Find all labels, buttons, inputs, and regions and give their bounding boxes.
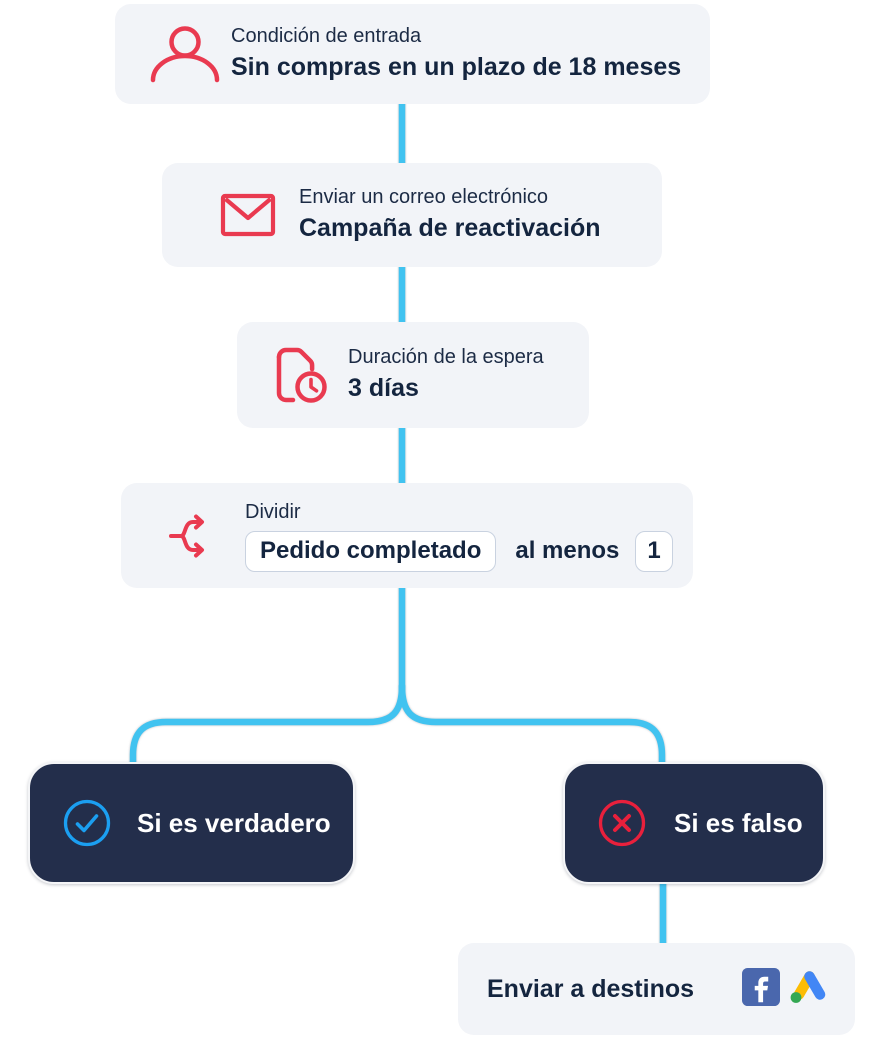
document-clock-icon — [270, 343, 332, 407]
google-ads-icon — [787, 967, 827, 1012]
wait-title: Duración de la espera — [348, 346, 544, 369]
x-circle-icon — [597, 798, 647, 848]
branch-true-label: Si es verdadero — [137, 807, 331, 838]
node-entry-condition[interactable]: Condición de entrada Sin compras en un p… — [115, 4, 710, 104]
split-title: Dividir — [245, 500, 301, 523]
facebook-icon — [742, 967, 780, 1011]
node-branch-true[interactable]: Si es verdadero — [28, 762, 355, 884]
entry-value: Sin compras en un plazo de 18 meses — [231, 53, 682, 82]
destination-icons — [742, 967, 827, 1012]
email-title: Enviar un correo electrónico — [299, 186, 549, 209]
wait-value: 3 días — [348, 374, 419, 403]
entry-title: Condición de entrada — [231, 25, 422, 48]
email-value: Campaña de reactivación — [299, 214, 601, 243]
node-split[interactable]: Dividir Pedido completado al menos 1 — [121, 483, 693, 588]
node-send-email[interactable]: Enviar un correo electrónico Campaña de … — [162, 163, 662, 267]
count-chip[interactable]: 1 — [635, 530, 673, 572]
check-circle-icon — [62, 798, 112, 848]
destinations-label: Enviar a destinos — [487, 974, 695, 1003]
envelope-icon — [220, 192, 276, 238]
condition-label: al menos — [515, 537, 620, 564]
node-wait-duration[interactable]: Duración de la espera 3 días — [237, 322, 589, 428]
split-arrows-icon — [168, 510, 216, 562]
event-chip[interactable]: Pedido completado — [245, 530, 497, 572]
node-send-destinations[interactable]: Enviar a destinos — [458, 943, 855, 1035]
branch-false-label: Si es falso — [674, 807, 803, 838]
node-branch-false[interactable]: Si es falso — [563, 762, 825, 884]
person-icon — [148, 24, 222, 84]
